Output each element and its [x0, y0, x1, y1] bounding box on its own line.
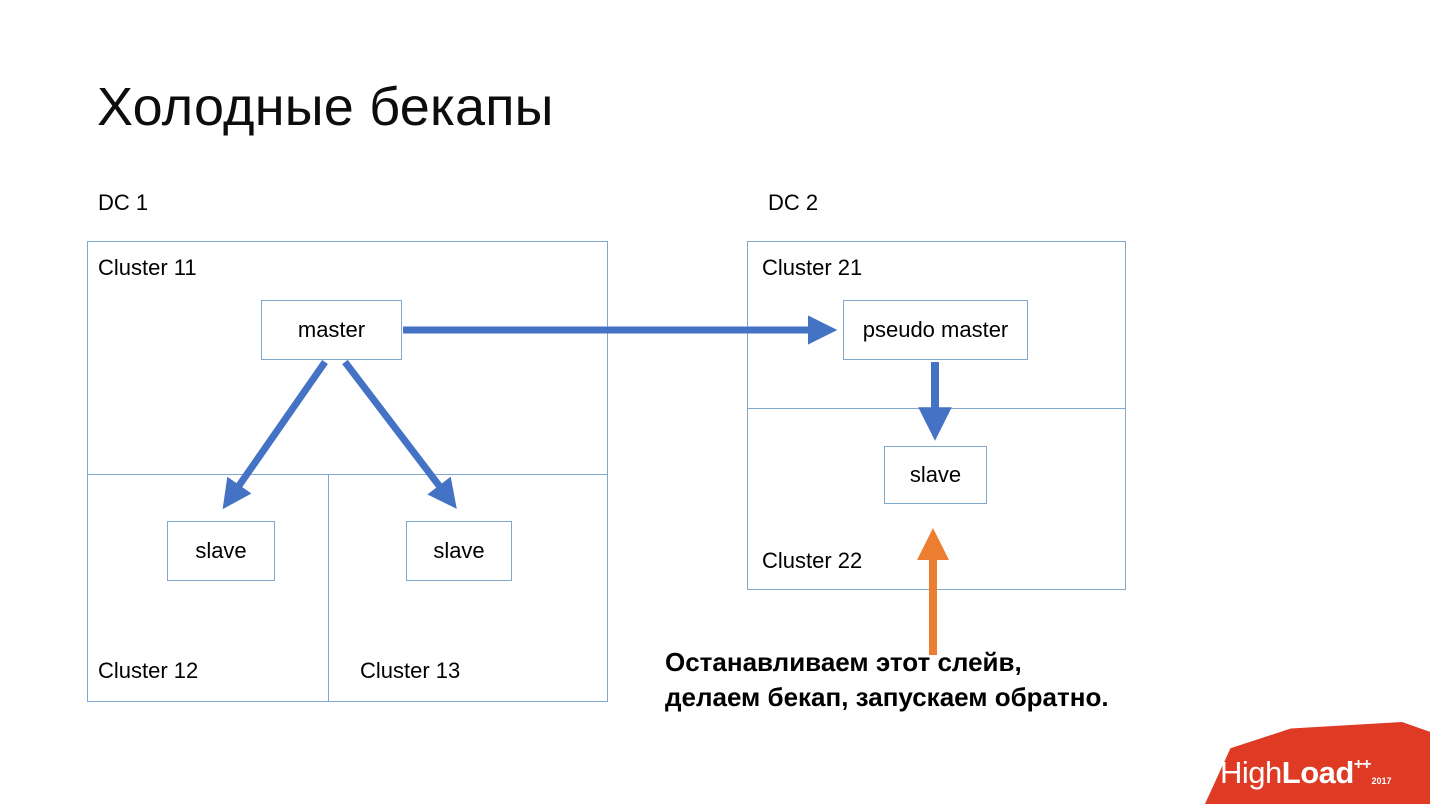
node-slave-cluster13-label: slave [433, 538, 485, 563]
dc2-horizontal-divider [747, 408, 1126, 409]
cluster-label-12: Cluster 12 [98, 658, 199, 683]
cluster-label-22: Cluster 22 [762, 548, 863, 573]
datacenter-label-dc1: DC 1 [98, 190, 149, 215]
node-pseudo-master-label: pseudo master [862, 317, 1009, 342]
dc1-vertical-divider [328, 474, 329, 702]
node-master-label: master [297, 317, 366, 342]
page-title: Холодные бекапы [97, 77, 554, 137]
logo-load-text: Load [1281, 755, 1355, 790]
dc2-cluster-frame [747, 241, 1126, 590]
node-master[interactable]: master [261, 300, 402, 360]
logo-text: High Load ++ 2017 [1220, 755, 1392, 790]
dc1-horizontal-divider [87, 474, 608, 475]
logo-plusplus-text: ++ [1353, 756, 1372, 773]
datacenter-label-dc2: DC 2 [768, 190, 819, 215]
highload-logo: High Load ++ 2017 [1198, 722, 1430, 804]
cluster-label-21: Cluster 21 [762, 255, 863, 280]
node-slave-cluster12-label: slave [195, 538, 247, 563]
dc1-cluster-frame [87, 241, 608, 702]
node-pseudo-master[interactable]: pseudo master [843, 300, 1028, 360]
logo-high-text: High [1220, 755, 1282, 790]
backup-caption: Останавливаем этот слейв, делаем бекап, … [665, 647, 1109, 712]
node-slave-cluster22-label: slave [909, 462, 962, 487]
node-slave-cluster12[interactable]: slave [167, 521, 275, 581]
cluster-label-11: Cluster 11 [98, 255, 197, 280]
node-slave-cluster22[interactable]: slave [884, 446, 987, 504]
node-slave-cluster13[interactable]: slave [406, 521, 512, 581]
cluster-label-13: Cluster 13 [360, 658, 461, 683]
logo-year-text: 2017 [1371, 776, 1392, 786]
